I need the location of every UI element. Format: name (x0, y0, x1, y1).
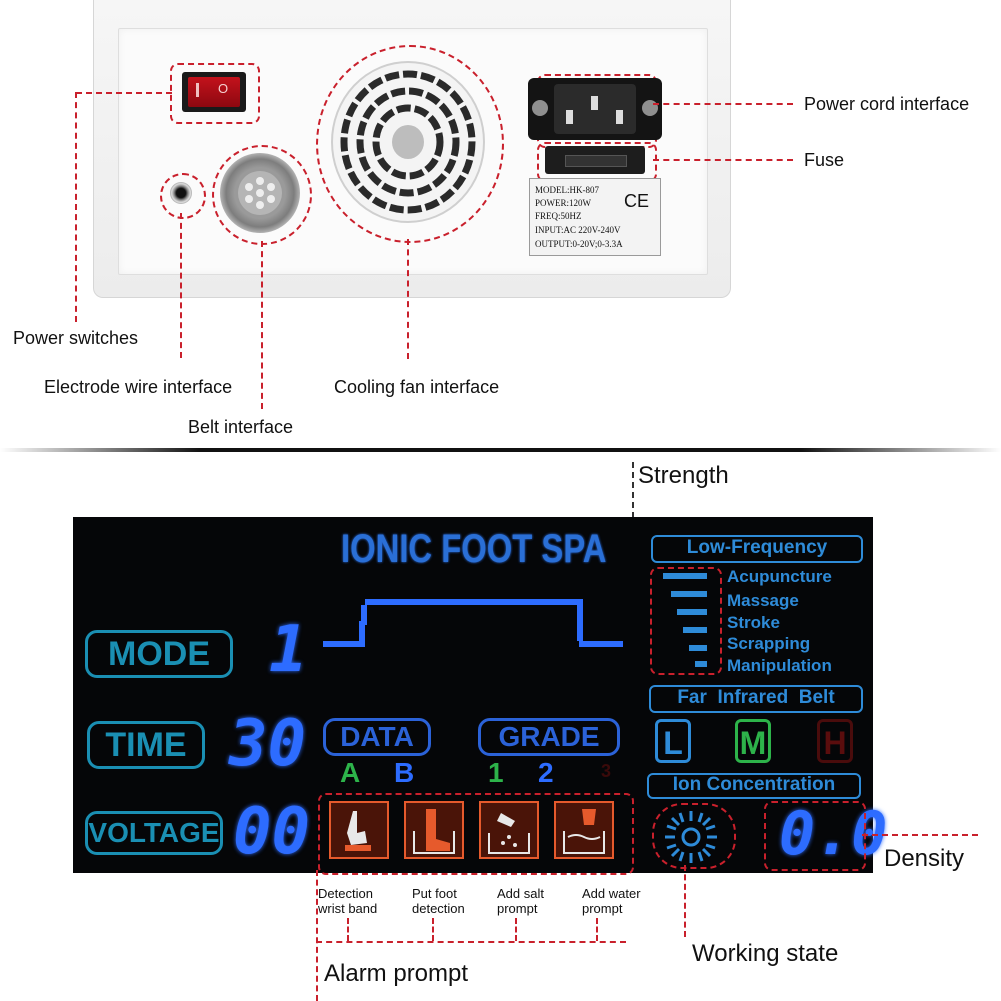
mode-acupuncture: Acupuncture (727, 567, 832, 586)
alarm-leader-h (316, 941, 626, 943)
power-off-mark: O (218, 81, 229, 96)
belt-level-medium: M (735, 719, 771, 763)
lcd-display: IONIC FOOT SPA MODE 1 TIME 30 VOLTAGE 00… (73, 517, 887, 873)
label-freq: FREQ:50HZ (535, 211, 582, 221)
time-value: 30 (229, 707, 307, 781)
power-switch-leader-h (76, 92, 172, 94)
belt-leader (261, 241, 263, 409)
strength-bars (663, 573, 707, 667)
belt-level-low: L (655, 719, 691, 763)
electrode-wire-jack[interactable] (170, 182, 192, 204)
add-salt-alarm-icon (479, 801, 539, 859)
time-label: TIME (87, 721, 205, 769)
density-highlight (764, 801, 866, 871)
voltage-label: VOLTAGE (85, 811, 223, 855)
wristband-alarm-icon (329, 801, 389, 859)
alarm-tick-1 (347, 918, 349, 941)
grade-option-3: 3 (601, 761, 612, 781)
waveform-graph (323, 599, 623, 647)
cooling-fan-highlight (316, 45, 504, 243)
mode-stroke: Stroke (727, 613, 780, 632)
power-cord-leader (653, 103, 793, 105)
power-on-mark (196, 83, 199, 97)
callout-cooling-fan: Cooling fan interface (334, 377, 500, 397)
grade-option-1: 1 (488, 757, 504, 788)
low-frequency-label: Low-Frequency (651, 535, 863, 563)
power-cord-socket[interactable] (528, 78, 662, 140)
belt-connector[interactable] (220, 153, 300, 233)
alarm-tick-3 (515, 918, 517, 941)
fuse-holder[interactable] (545, 146, 645, 174)
electrode-leader (180, 213, 182, 358)
voltage-value: 00 (233, 795, 311, 869)
mode-massage: Massage (727, 591, 799, 610)
add-water-alarm-icon (554, 801, 614, 859)
data-label: DATA (323, 718, 431, 756)
label-output: OUTPUT:0-20V;0-3.3A (535, 239, 623, 249)
grade-label: GRADE (478, 718, 620, 756)
fan-leader (407, 239, 409, 359)
alarm-tick-2 (432, 918, 434, 941)
mode-label: MODE (85, 630, 233, 678)
section-divider (0, 448, 1001, 452)
density-leader (862, 834, 978, 836)
label-input: INPUT:AC 220V-240V (535, 225, 621, 235)
label-power: POWER:120W (535, 198, 591, 208)
cooling-fan-grille (331, 61, 485, 223)
working-state-leader (684, 865, 686, 937)
callout-strength: Strength (638, 462, 729, 489)
callout-belt: Belt interface (188, 417, 294, 437)
data-option-b: B (394, 757, 415, 788)
spec-label: MODEL:HK-807 POWER:120W FREQ:50HZ INPUT:… (529, 178, 661, 256)
callout-power-switches: Power switches (13, 328, 139, 348)
ion-concentration-label: Ion Concentration (647, 773, 861, 799)
callout-power-cord: Power cord interface (804, 94, 970, 114)
mode-value: 1 (269, 613, 308, 687)
foot-detection-alarm-icon (404, 801, 464, 859)
electrode-jack-highlight (160, 173, 206, 219)
far-infrared-label: Far Infrared Belt (649, 685, 863, 713)
strength-leader-top (632, 462, 634, 518)
power-switch[interactable]: O (182, 72, 246, 112)
callout-electrode-wire: Electrode wire interface (44, 377, 233, 397)
alarm-leader-v (316, 870, 318, 1001)
alarm-highlight (318, 793, 634, 875)
callout-alarm-prompt: Alarm prompt (324, 960, 469, 987)
strength-highlight (650, 567, 722, 675)
ce-mark: CE (624, 191, 650, 211)
power-switch-leader-v (75, 92, 77, 322)
grade-option-2: 2 (538, 757, 554, 788)
working-state-highlight (652, 803, 736, 869)
label-model: MODEL:HK-807 (535, 185, 599, 195)
belt-connector-pins (238, 171, 282, 215)
data-option-a: A (340, 757, 361, 788)
belt-level-high: H (817, 719, 853, 763)
callout-density: Density (884, 845, 965, 872)
callout-working-state: Working state (692, 940, 839, 967)
fuse-leader (653, 159, 793, 161)
mode-manipulation: Manipulation (727, 656, 832, 675)
callout-fuse: Fuse (804, 150, 845, 170)
lcd-title: IONIC FOOT SPA (341, 527, 607, 571)
mode-scrapping: Scrapping (727, 634, 811, 653)
alarm-tick-4 (596, 918, 598, 941)
